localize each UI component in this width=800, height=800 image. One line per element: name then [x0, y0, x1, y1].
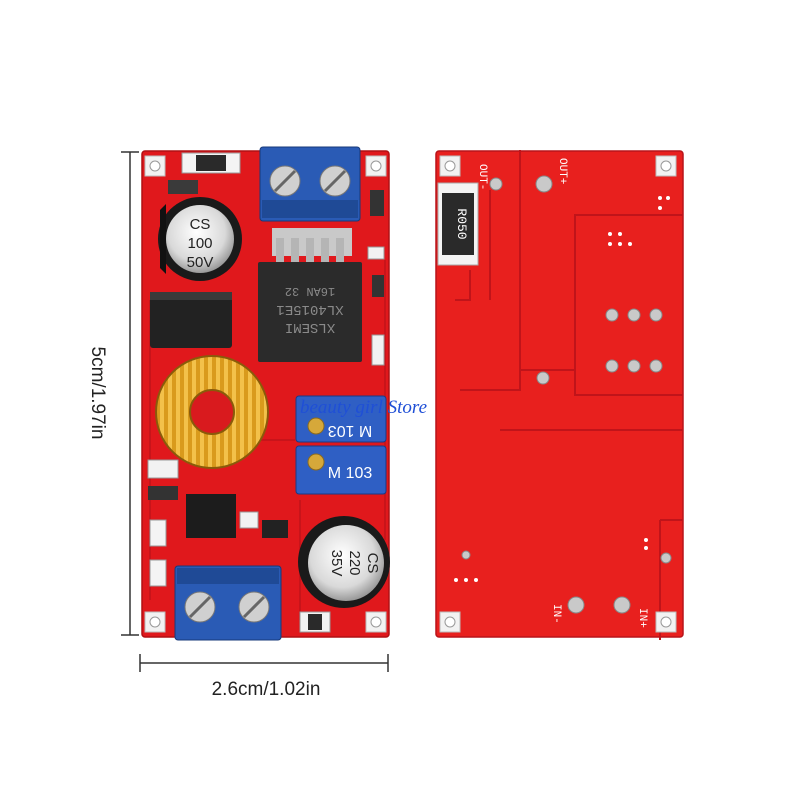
smd-part — [147, 459, 179, 479]
potentiometer-label: M 103 — [328, 422, 373, 439]
screw-terminal — [184, 591, 216, 623]
terminal-block-bottom — [174, 565, 282, 641]
capacitor-220uf-line2: 220 — [346, 550, 363, 575]
mounting-hole — [439, 611, 461, 633]
capacitor-100uf: CS 100 50V — [158, 197, 242, 281]
width-dimension-label: 2.6cm/1.02in — [211, 679, 321, 700]
capacitor-220uf-line3: 35V — [328, 550, 345, 577]
back-pcb: R050 OUT- OUT+ IN- IN+ — [435, 150, 684, 640]
capacitor-220uf: CS 220 35V — [298, 516, 390, 608]
capacitor-100uf-line3: 50V — [187, 254, 214, 271]
smd-part — [186, 494, 236, 538]
schottky-diode — [150, 292, 232, 348]
solder-pads — [461, 175, 672, 614]
height-dimension-line — [121, 151, 139, 636]
mounting-hole — [655, 611, 677, 633]
smd-part — [262, 520, 288, 538]
height-dimension-label: 5cm/1.97in — [87, 346, 108, 440]
screw-terminal — [269, 165, 301, 197]
capacitor-100uf-line2: 100 — [187, 235, 212, 252]
terminal-block-top — [259, 146, 361, 222]
potentiometer-voltage[interactable]: M 103 — [295, 395, 387, 443]
smd-resistor — [181, 152, 241, 174]
store-watermark: beauty girl Store — [300, 397, 427, 418]
label-in-plus: IN+ — [636, 608, 648, 628]
potentiometer-current[interactable]: M 103 — [295, 445, 387, 495]
shunt-resistor: R050 — [437, 182, 479, 266]
mounting-hole — [144, 155, 166, 177]
potentiometer-label: M 103 — [328, 465, 373, 482]
ic-marking-line1: XL4015E1 — [276, 301, 343, 317]
smd-part — [370, 190, 384, 216]
shunt-resistor-marking: R050 — [454, 208, 469, 239]
capacitor-100uf-line1: CS — [190, 216, 211, 233]
mounting-hole — [365, 155, 387, 177]
smd-part — [371, 334, 385, 366]
ic-marking-line2: XLSEMI — [285, 319, 335, 335]
front-pcb: CS 100 50V — [141, 146, 390, 641]
regulator-ic: XL4015E1 XLSEMI 16AN 32 — [258, 228, 362, 362]
screw-terminal — [238, 591, 270, 623]
smd-part — [148, 486, 178, 500]
toroid-inductor — [155, 355, 269, 469]
smd-part — [372, 275, 384, 297]
label-in-minus: IN- — [550, 604, 562, 624]
led-indicator — [149, 519, 167, 547]
label-out-minus: OUT- — [476, 164, 488, 190]
smd-part — [367, 246, 385, 260]
width-dimension-line — [139, 654, 389, 672]
led-indicator — [149, 559, 167, 587]
mounting-hole — [365, 611, 387, 633]
vias — [454, 196, 670, 582]
mounting-hole — [439, 155, 461, 177]
smd-part — [239, 511, 259, 529]
screw-terminal — [319, 165, 351, 197]
mounting-hole — [144, 611, 166, 633]
ic-marking-line3: 16AN 32 — [285, 284, 335, 298]
smd-part — [168, 180, 198, 194]
label-out-plus: OUT+ — [556, 158, 568, 184]
mounting-hole — [655, 155, 677, 177]
capacitor-220uf-line1: CS — [364, 553, 381, 574]
